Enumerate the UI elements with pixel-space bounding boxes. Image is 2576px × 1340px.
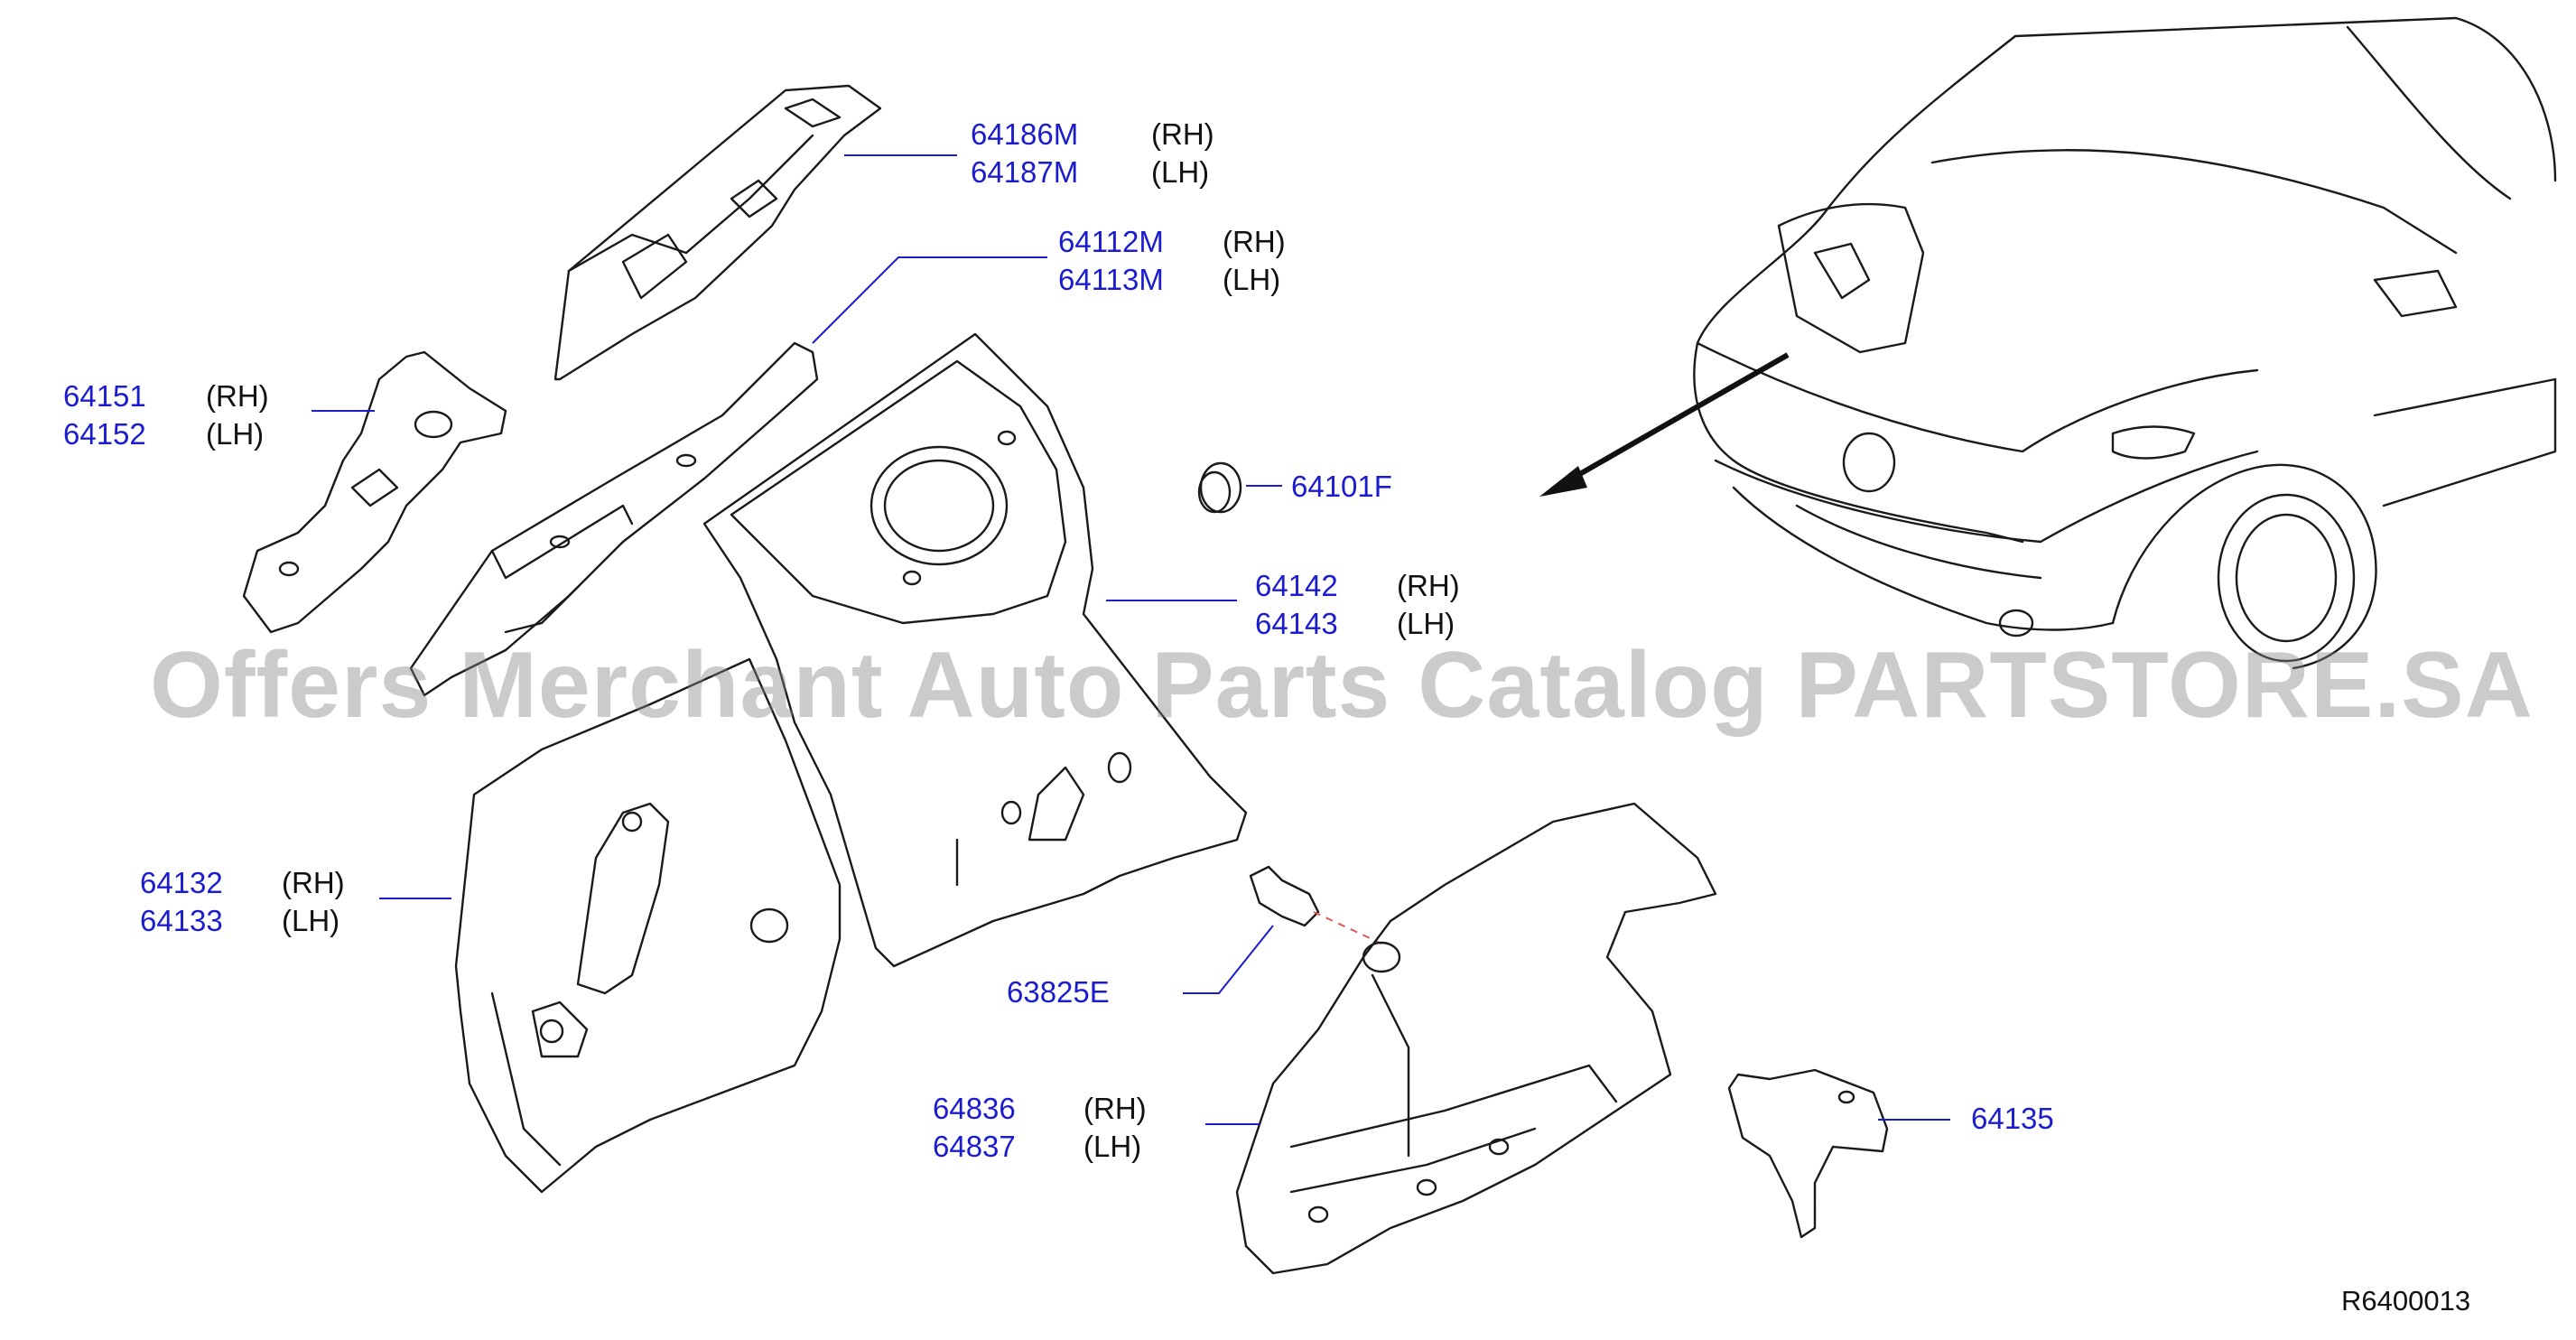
callout-clip: 63825E — [1007, 973, 1169, 1013]
side-label-rh: (RH) — [1151, 117, 1214, 151]
part-number-64113m[interactable]: 64113M — [1058, 263, 1164, 296]
callout-hood-ledge-upper: 64186M (RH) 64187M (LH) — [971, 116, 1242, 195]
side-label-lh: (LH) — [1083, 1130, 1142, 1163]
part-number-64135[interactable]: 64135 — [1971, 1102, 2054, 1135]
part-64142-drawing — [702, 332, 1248, 968]
part-number-64142[interactable]: 64142 — [1255, 569, 1338, 602]
watermark-text: Offers Merchant Auto Parts Catalog PARTS… — [150, 633, 2534, 738]
side-label-lh: (LH) — [1397, 607, 1455, 640]
part-63825e-drawing — [1249, 865, 1382, 945]
part-number-64836[interactable]: 64836 — [933, 1092, 1016, 1125]
part-64112m-drawing — [409, 341, 819, 697]
callout-bracket-small: 64135 — [1971, 1100, 2116, 1140]
part-number-64132[interactable]: 64132 — [140, 866, 223, 899]
part-number-64152[interactable]: 64152 — [63, 417, 146, 451]
part-64836-drawing — [1235, 802, 1717, 1275]
side-label-rh: (RH) — [282, 866, 345, 899]
part-number-64133[interactable]: 64133 — [140, 904, 223, 937]
side-label-lh: (LH) — [1151, 155, 1210, 189]
part-64135-drawing — [1727, 1068, 1889, 1239]
part-number-64112m[interactable]: 64112M — [1058, 225, 1164, 258]
side-label-lh: (LH) — [206, 417, 265, 451]
side-label-rh: (RH) — [1397, 569, 1460, 602]
part-64132-drawing — [454, 657, 842, 1194]
leader-lines — [312, 154, 1950, 1125]
side-label-lh: (LH) — [1223, 263, 1281, 296]
part-number-64143[interactable]: 64143 — [1255, 607, 1338, 640]
part-number-64101f[interactable]: 64101F — [1291, 470, 1392, 503]
callout-bracket-upper: 64151 (RH) 64152 (LH) — [63, 377, 298, 457]
part-number-64186m[interactable]: 64186M — [971, 117, 1079, 151]
part-number-64151[interactable]: 64151 — [63, 379, 146, 413]
callout-grommet: 64101F — [1291, 468, 1454, 507]
side-label-rh: (RH) — [1223, 225, 1286, 258]
callout-apron-lower: 64132 (RH) 64133 (LH) — [140, 864, 375, 944]
side-label-lh: (LH) — [282, 904, 340, 937]
callout-strut-housing: 64142 (RH) 64143 (LH) — [1255, 567, 1490, 647]
part-number-64187m[interactable]: 64187M — [971, 155, 1079, 189]
part-64101f-drawing — [1197, 461, 1242, 514]
side-label-rh: (RH) — [1083, 1092, 1147, 1125]
side-label-rh: (RH) — [206, 379, 269, 413]
diagram-reference-code: R6400013 — [2341, 1285, 2471, 1317]
part-64186m-drawing — [553, 84, 882, 381]
vehicle-overview — [1539, 16, 2557, 670]
part-64151-drawing — [242, 350, 507, 634]
part-number-64837[interactable]: 64837 — [933, 1130, 1016, 1163]
part-number-63825e[interactable]: 63825E — [1007, 975, 1110, 1009]
callout-splash-shield: 64836 (RH) 64837 (LH) — [933, 1090, 1167, 1169]
callout-hood-ledge-reinforcement: 64112M (RH) 64113M (LH) — [1058, 223, 1329, 302]
